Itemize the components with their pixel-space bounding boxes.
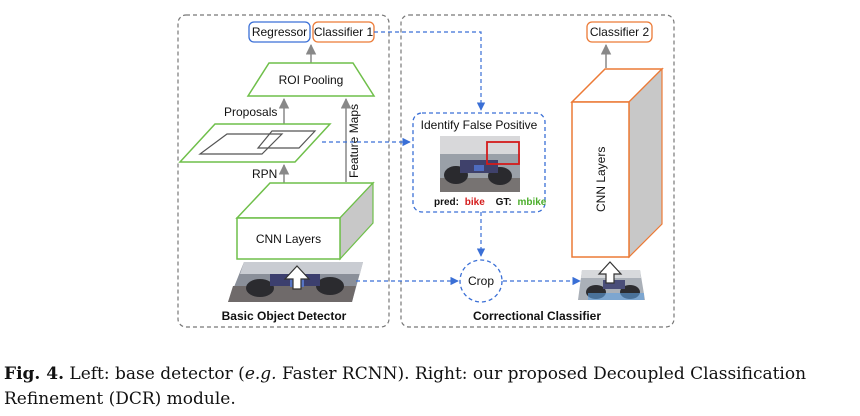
identify-fp-label: Identify False Positive	[421, 118, 538, 132]
feature-maps-label: Feature Maps	[347, 104, 361, 178]
crop-label: Crop	[468, 274, 494, 288]
gt-value: mbike	[517, 197, 546, 208]
right-panel-border	[400, 14, 675, 328]
caption-italic: e.g.	[244, 364, 277, 384]
identify-fp-box	[412, 112, 546, 213]
proposal-box-1	[198, 133, 284, 155]
cnn-layers-left-label: CNN Layers	[256, 232, 321, 246]
dcr-architecture-diagram: Regressor Classifier 1 ROI Pooling Propo…	[177, 14, 675, 328]
left-panel-title: Basic Object Detector	[222, 309, 347, 323]
roi-pooling-shape	[246, 62, 376, 97]
classifier-to-identify-connector	[374, 31, 486, 111]
pred-label: pred:	[434, 197, 459, 208]
roi-pooling-label: ROI Pooling	[279, 73, 344, 87]
pred-value: bike	[465, 197, 485, 208]
cnn-right-front	[571, 101, 630, 258]
cnn-right-side	[628, 67, 663, 259]
classifier-1-label: Classifier 1	[314, 25, 374, 39]
crop-up-arrow-icon	[597, 261, 623, 284]
caption-text-2: Faster RCNN). Right: our proposed Decoup…	[4, 364, 807, 409]
caption-label: Fig. 4.	[4, 364, 64, 384]
false-positive-photo	[440, 136, 520, 192]
classifier-2-box	[586, 21, 653, 43]
gt-label: GT:	[496, 197, 512, 208]
cnn-layers-right-label: CNN Layers	[594, 147, 608, 212]
classifier-2-label: Classifier 2	[590, 25, 650, 39]
regressor-box	[248, 21, 311, 43]
proposal-box-2	[256, 130, 317, 149]
cnn-block-front	[236, 217, 341, 260]
pred-gt-line: pred: bike GT: mbike	[434, 197, 547, 208]
caption-text-1: Left: base detector (	[64, 364, 245, 384]
rpn-plane	[178, 123, 332, 163]
cropped-image	[578, 270, 645, 300]
rpn-label: RPN	[252, 167, 277, 181]
proposals-label: Proposals	[224, 105, 277, 119]
left-panel-border	[177, 14, 390, 328]
regressor-label: Regressor	[252, 25, 307, 39]
right-panel-title: Correctional Classifier	[473, 309, 601, 323]
input-up-arrow-icon	[283, 265, 311, 290]
crop-node	[459, 259, 503, 303]
figure-caption: Fig. 4. Left: base detector (e.g. Faster…	[4, 362, 856, 412]
